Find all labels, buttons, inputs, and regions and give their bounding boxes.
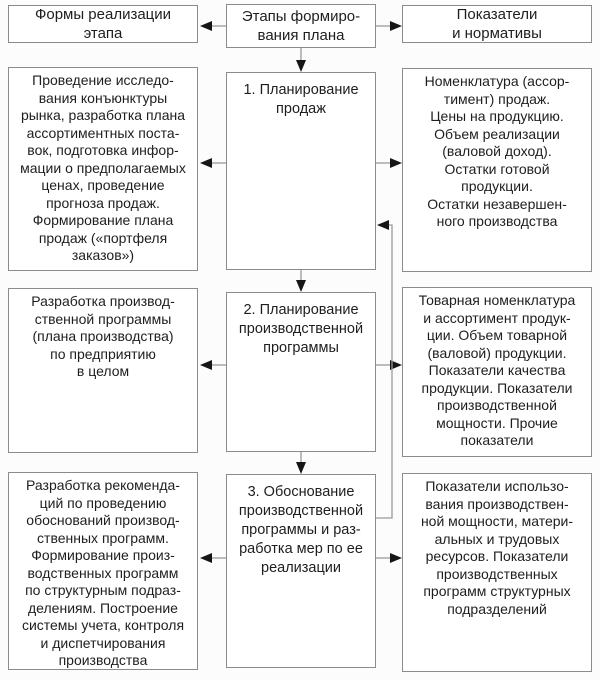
arrow-stages-to-forms-header [200, 21, 226, 31]
header-stages: Этапы формиро- вания плана [226, 4, 376, 48]
arrow-stage2-to-stage3 [296, 452, 306, 474]
indicators-box-1: Номенклатура (ассор- тимент) продаж. Цен… [402, 68, 592, 272]
form-box-3: Разработка рекоменда- ций по проведению … [8, 472, 198, 670]
stage-box-2: 2. Планирование производственной програм… [226, 292, 376, 452]
arrow-stage3-to-indicators3 [376, 553, 402, 563]
header-indicators: Показатели и нормативы [402, 5, 592, 43]
header-forms: Формы реализации этапа [8, 5, 198, 43]
arrow-stages-to-indicators-header [376, 21, 402, 31]
arrow-stage3-to-form3 [200, 553, 226, 563]
stage-box-1: 1. Планирование продаж [226, 72, 376, 270]
arrow-stage2-to-form2 [200, 360, 226, 370]
indicators-box-2: Товарная номенклатура и ассортимент прод… [402, 287, 592, 457]
arrow-stage1-to-stage2 [296, 270, 306, 292]
form-box-1: Проведение исследо- вания конъюнктуры ры… [8, 67, 198, 271]
indicators-box-3: Показатели использо- вания производствен… [402, 473, 592, 672]
arrow-stage1-to-indicators1 [376, 158, 402, 168]
feedback-stage3-to-stage1 [376, 220, 393, 519]
form-box-2: Разработка производ- ственной программы … [8, 288, 198, 453]
arrow-header-to-stage1 [296, 48, 306, 72]
arrow-stage1-to-form1 [200, 158, 226, 168]
stage-box-3: 3. Обоснование производственной программ… [226, 474, 376, 668]
arrow-stage2-to-indicators2 [376, 360, 402, 370]
